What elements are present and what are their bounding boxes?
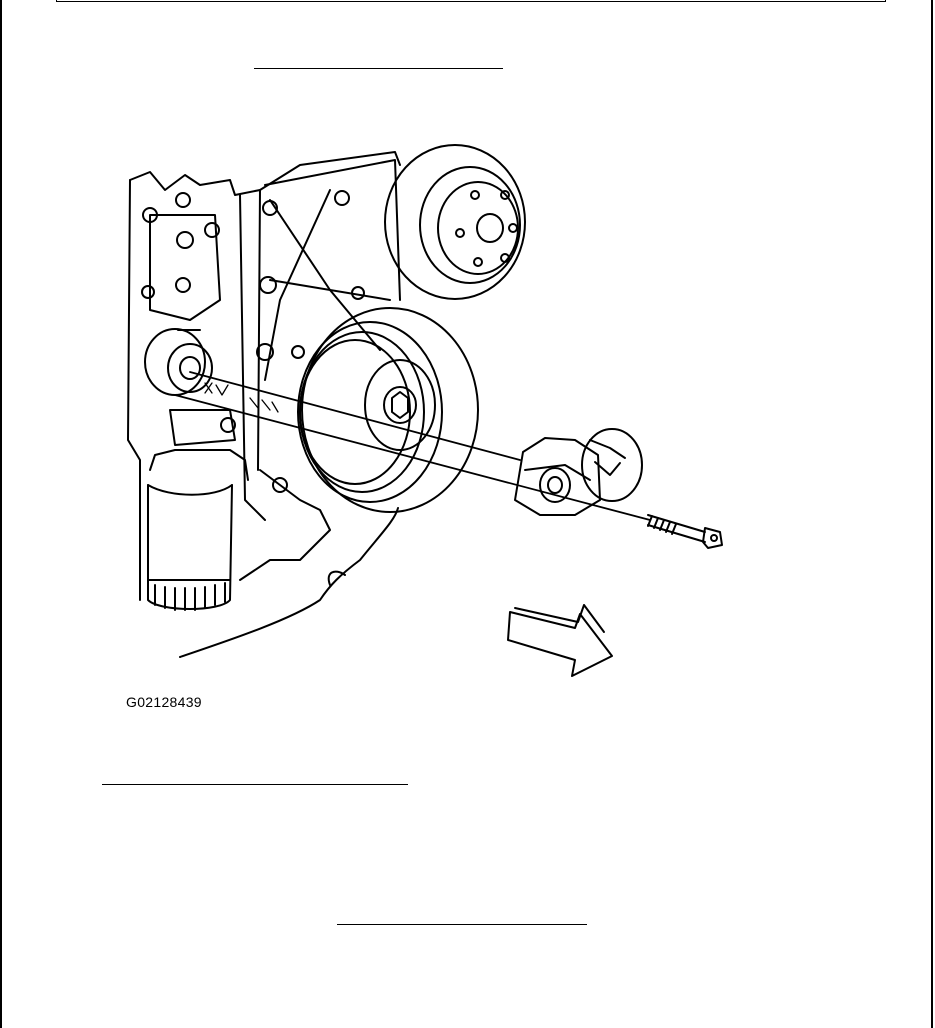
- tensioner-bolt: [647, 514, 723, 549]
- divider-rule-top: [254, 68, 503, 69]
- divider-rule-bottom: [337, 924, 587, 925]
- alignment-lines: [174, 371, 651, 521]
- engine-block: [127, 151, 401, 601]
- divider-rule-middle: [102, 784, 408, 785]
- oil-filter: [147, 409, 249, 611]
- belt-tensioner: [514, 428, 643, 516]
- idler-pulley: [144, 328, 213, 396]
- header-box: [56, 0, 886, 2]
- upper-pulley: [384, 144, 526, 300]
- crank-pulley: [297, 307, 479, 513]
- belt-line: [179, 507, 399, 658]
- block-markings: [204, 382, 279, 413]
- engine-tensioner-illustration: [127, 144, 723, 677]
- front-direction-arrow: [507, 604, 613, 677]
- figure-id-label: G02128439: [126, 694, 202, 710]
